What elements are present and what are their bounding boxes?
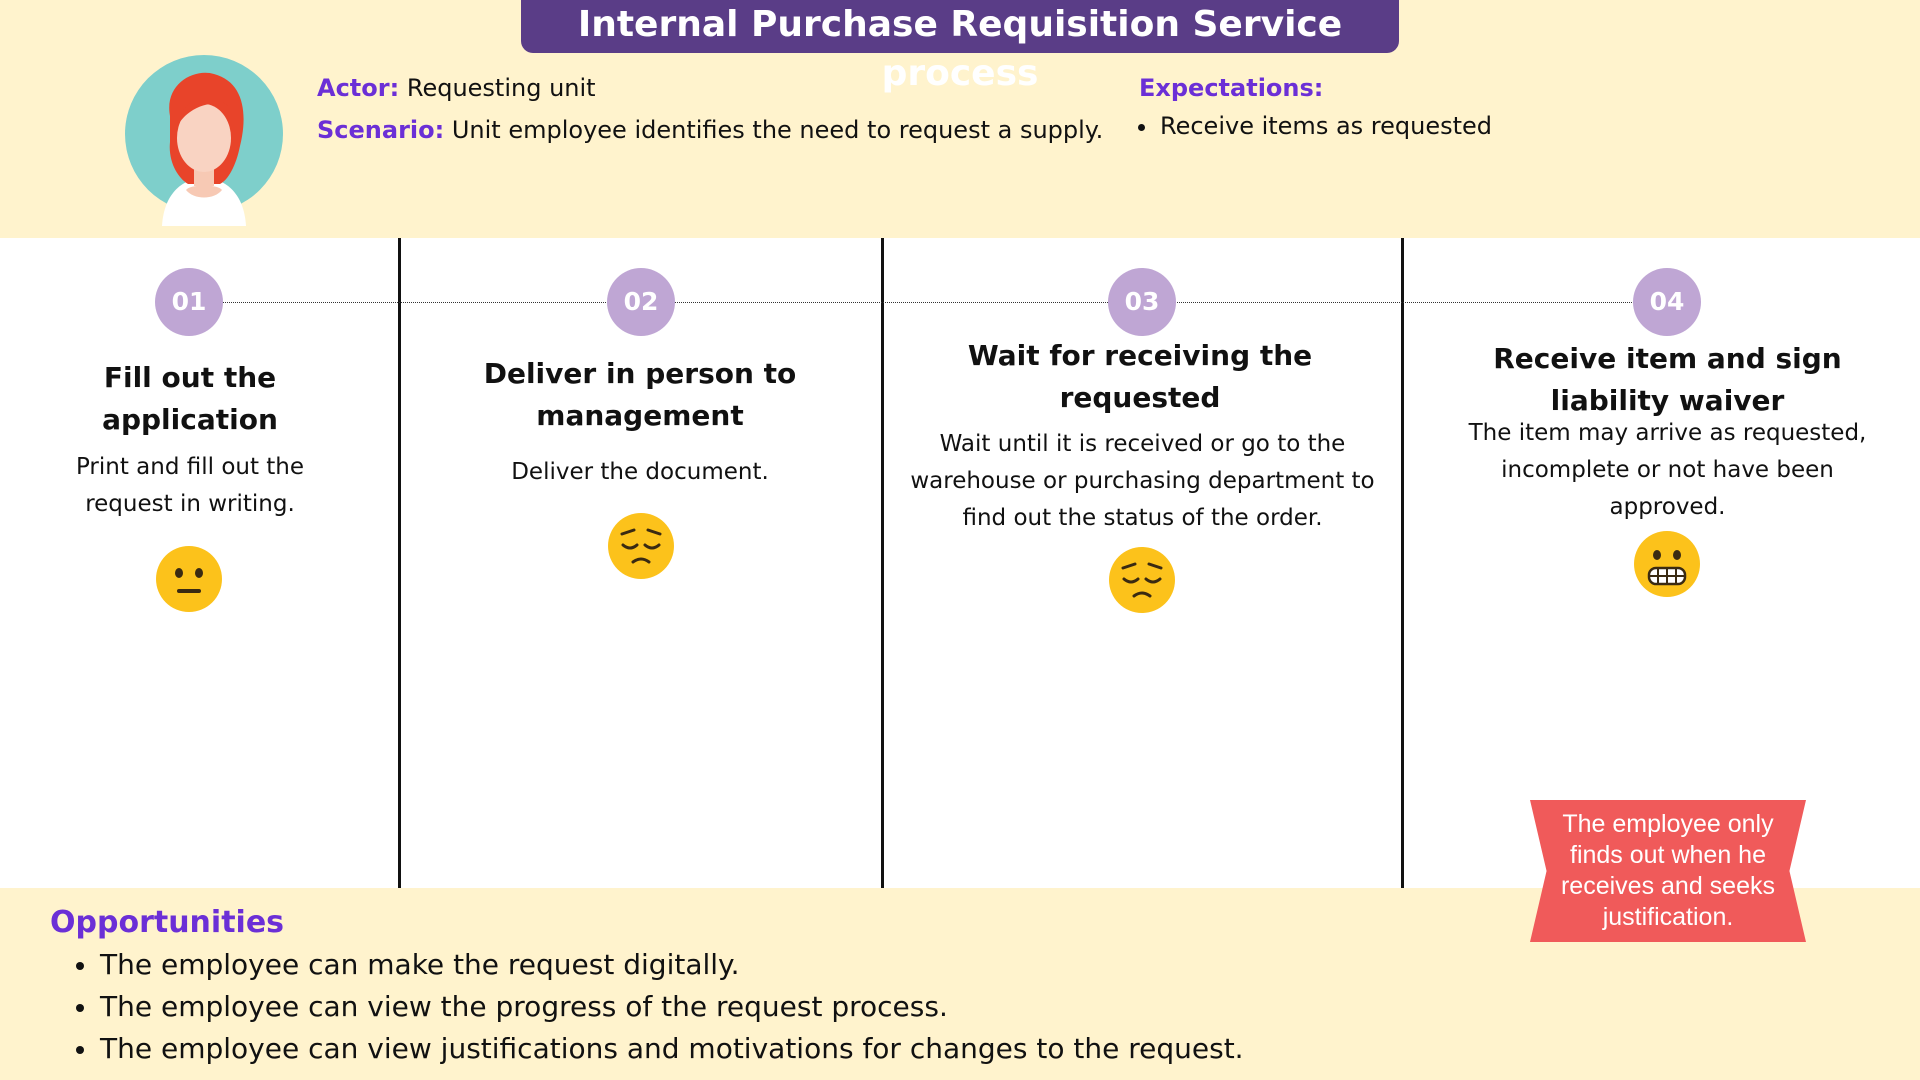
actor-line: Actor: Requesting unit (317, 74, 596, 102)
step-title-3: Wait for receiving the requested (967, 339, 1313, 414)
column-divider (398, 238, 401, 888)
avatar-icon (125, 55, 283, 226)
step-description-3: Wait until it is received or go to the w… (910, 431, 1375, 531)
pain-point-text: The employee only finds out when he rece… (1560, 810, 1775, 931)
scenario-value: Unit employee identifies the need to req… (451, 116, 1104, 144)
step-number-4: 04 (1633, 268, 1701, 336)
column-divider (1401, 238, 1404, 888)
expectation-item: Receive items as requested (1137, 112, 1493, 140)
grimacing-face-icon (1634, 531, 1700, 597)
step-connector-line (190, 302, 1670, 303)
column-divider (881, 238, 884, 888)
opportunity-item: The employee can view justifications and… (76, 1028, 1244, 1070)
step-number-3: 03 (1108, 268, 1176, 336)
step-description-4: The item may arrive as requested, incomp… (1468, 420, 1867, 520)
pensive-face-icon (1109, 547, 1175, 613)
step-title-1: Fill out the application (102, 361, 278, 436)
step-title-4: Receive item and sign liability waiver (1493, 342, 1842, 417)
page-title: Internal Purchase Requisition Service pr… (521, 0, 1399, 94)
opportunity-item: The employee can make the request digita… (76, 944, 1244, 986)
scenario-label: Scenario: (317, 116, 445, 144)
step-number-1: 01 (155, 268, 223, 336)
opportunities-title: Opportunities (50, 905, 285, 940)
opportunities-list: The employee can make the request digita… (76, 944, 1244, 1070)
neutral-face-icon (156, 546, 222, 612)
step-description-1: Print and fill out the request in writin… (75, 454, 305, 517)
opportunity-item: The employee can view the progress of th… (76, 986, 1244, 1028)
actor-value: Requesting unit (406, 74, 596, 102)
pensive-face-icon (608, 513, 674, 579)
step-description-2: Deliver the document. (511, 459, 769, 485)
expectations-label: Expectations: (1139, 74, 1324, 102)
step-number-2: 02 (607, 268, 675, 336)
scenario-line: Scenario: Unit employee identifies the n… (317, 116, 1103, 144)
pain-point-callout: The employee only finds out when he rece… (1530, 800, 1806, 942)
step-title-2: Deliver in person to management (483, 357, 797, 432)
actor-label: Actor: (317, 74, 400, 102)
